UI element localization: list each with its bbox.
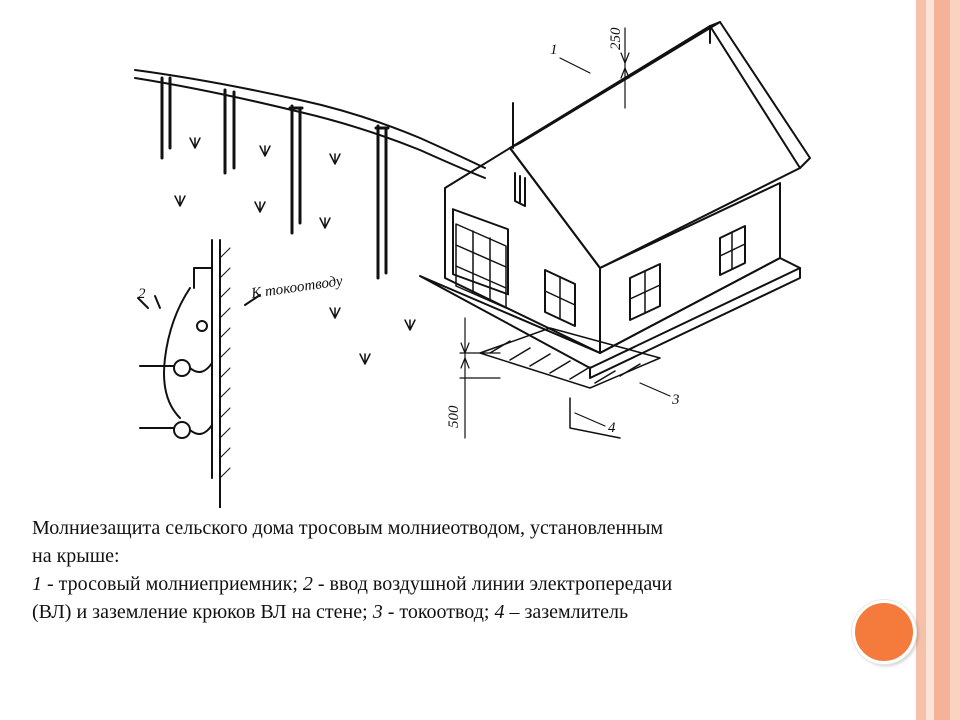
caption-line-2: на крыше: — [32, 545, 120, 567]
border-stripe — [934, 0, 950, 720]
caption-line-4: (ВЛ) и заземление крюков ВЛ на стене; 3 … — [32, 598, 892, 626]
label-3: 3 — [671, 392, 680, 408]
caption-text: (ВЛ) и заземление крюков ВЛ на стене; — [32, 601, 373, 623]
dim-250-label: 250 — [608, 27, 624, 50]
caption-line-3: 1 - тросовый молниеприемник; 2 - ввод во… — [32, 570, 892, 598]
decorative-orange-circle — [852, 600, 916, 664]
border-stripe — [916, 0, 926, 720]
caption-line-1: Молниезащита сельского дома тросовым мол… — [32, 517, 664, 539]
label-to-downconductor: К токоотводу — [249, 273, 344, 302]
caption-num-4: 4 — [494, 601, 505, 623]
lightning-protection-diagram: 2 К токоотводу — [134, 21, 811, 508]
dim-500-label: 500 — [446, 405, 462, 428]
downconductor-hatch — [479, 327, 661, 439]
border-stripe — [926, 0, 934, 720]
caption-text: - токоотвод; — [382, 601, 495, 623]
overhead-wire — [134, 69, 486, 169]
utility-poles — [160, 76, 390, 280]
dimension-250 — [620, 27, 630, 109]
dimension-500 — [459, 317, 501, 439]
caption-num-2: 2 — [302, 573, 313, 595]
caption-num-1: 1 — [32, 573, 42, 595]
label-4: 4 — [608, 420, 616, 436]
caption-text: - ввод воздушной линии электропередачи — [312, 573, 673, 595]
label-1: 1 — [550, 42, 558, 58]
label-2: 2 — [138, 286, 146, 302]
slide-border-stripes — [916, 0, 960, 720]
border-stripe — [950, 0, 960, 720]
caption-num-3: 3 — [372, 601, 383, 623]
caption-text: - тросовый молниеприемник; — [42, 573, 303, 595]
house — [419, 21, 811, 379]
wall-detail — [137, 239, 231, 508]
figure-caption: Молниезащита сельского дома тросовым мол… — [32, 514, 892, 626]
caption-text: – заземлитель — [504, 601, 629, 623]
grass-marks — [174, 137, 416, 365]
overhead-wire — [134, 77, 486, 179]
